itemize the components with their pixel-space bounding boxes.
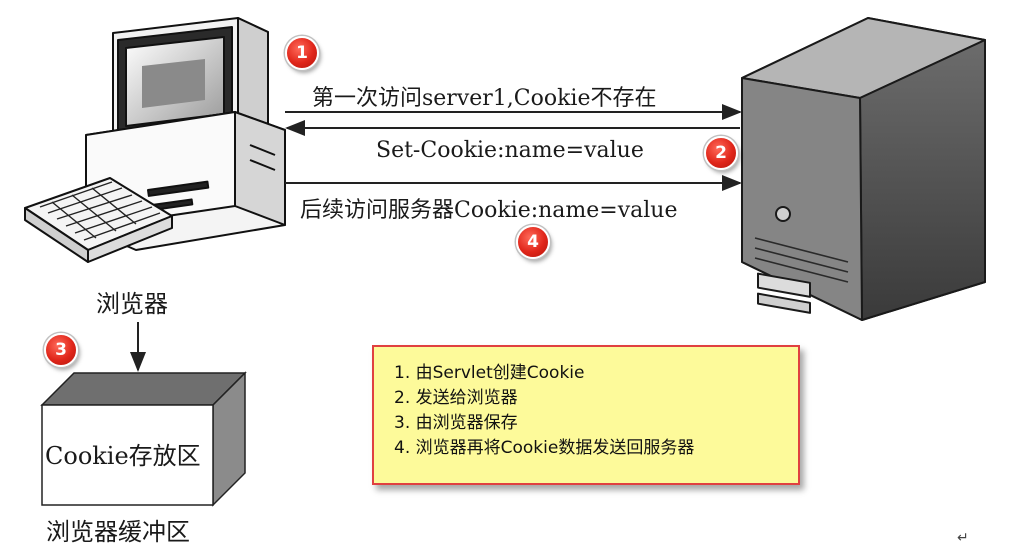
- steps-note-box: 1. 由Servlet创建Cookie 2. 发送给浏览器 3. 由浏览器保存 …: [372, 345, 800, 485]
- step-badge-2: 2: [704, 136, 738, 170]
- server-icon: [741, 17, 986, 321]
- step-badge-4: 4: [516, 225, 550, 259]
- message-set-cookie: Set-Cookie:name=value: [376, 138, 644, 163]
- message-subsequent-visit: 后续访问服务器Cookie:name=value: [300, 198, 678, 223]
- computer-icon: [24, 17, 286, 263]
- step-badge-3: 3: [44, 333, 78, 367]
- buffer-label: 浏览器缓冲区: [46, 518, 190, 546]
- step-badge-1: 1: [285, 36, 319, 70]
- storage-box-label: Cookie存放区: [45, 442, 201, 470]
- cookie-storage-box: [40, 371, 247, 507]
- steps-list: 1. 由Servlet创建Cookie 2. 发送给浏览器 3. 由浏览器保存 …: [394, 361, 798, 461]
- step-note-1: 1. 由Servlet创建Cookie: [394, 363, 585, 383]
- paragraph-return-mark: ↵: [957, 530, 969, 546]
- browser-label: 浏览器: [96, 290, 168, 318]
- step-note-4: 4. 浏览器再将Cookie数据发送回服务器: [394, 438, 695, 458]
- step-note-2: 2. 发送给浏览器: [394, 388, 518, 408]
- step-note-3: 3. 由浏览器保存: [394, 413, 518, 433]
- message-first-visit: 第一次访问server1,Cookie不存在: [312, 86, 657, 111]
